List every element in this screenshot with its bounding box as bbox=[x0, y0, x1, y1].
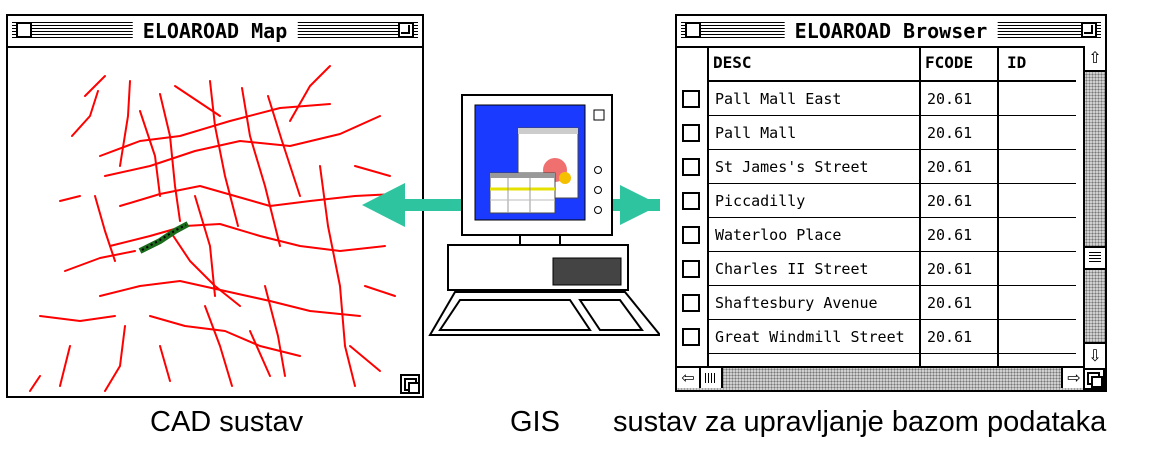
row-fcode: 20.61 bbox=[927, 328, 973, 346]
highlighted-road-segment bbox=[138, 221, 190, 254]
table-row[interactable]: Waterloo Place 20.61 bbox=[677, 218, 1076, 252]
row-desc: Shaftesbury Avenue bbox=[715, 294, 878, 312]
column-header-id[interactable]: ID bbox=[1007, 53, 1027, 72]
row-checkbox[interactable] bbox=[682, 158, 700, 176]
close-box-icon[interactable] bbox=[685, 22, 701, 38]
row-checkbox[interactable] bbox=[682, 124, 700, 142]
table-header-row: DESC FCODE ID bbox=[677, 46, 1076, 80]
browser-window: ELOAROAD Browser DESC FCODE ID Pall Mall… bbox=[675, 14, 1107, 392]
horizontal-scrollbar[interactable]: ⇦ ⇨ bbox=[677, 366, 1085, 390]
disk-drive-icon bbox=[552, 257, 622, 286]
table-row[interactable]: Piccadilly 20.61 bbox=[677, 184, 1076, 218]
row-checkbox[interactable] bbox=[682, 90, 700, 108]
computer-illustration bbox=[362, 94, 660, 336]
row-checkbox[interactable] bbox=[682, 260, 700, 278]
browser-window-titlebar[interactable]: ELOAROAD Browser bbox=[677, 16, 1105, 48]
row-checkbox[interactable] bbox=[682, 328, 700, 346]
row-desc: Pall Mall East bbox=[715, 90, 842, 108]
caption-cad: CAD sustav bbox=[150, 406, 304, 438]
row-desc: Great Windmill Street bbox=[715, 328, 905, 346]
row-desc: Waterloo Place bbox=[715, 226, 842, 244]
zoom-box-icon[interactable] bbox=[1081, 22, 1097, 38]
caption-dbms: sustav za upravljanje bazom podataka bbox=[613, 406, 1107, 438]
table-row[interactable]: Great Windmill Street 20.61 bbox=[677, 320, 1076, 354]
map-window: ELOAROAD Map bbox=[6, 14, 424, 398]
row-fcode: 20.61 bbox=[927, 226, 973, 244]
map-window-title: ELOAROAD Map bbox=[132, 19, 298, 43]
row-fcode: 20.61 bbox=[927, 124, 973, 142]
row-checkbox[interactable] bbox=[682, 226, 700, 244]
row-fcode: 20.61 bbox=[927, 192, 973, 210]
column-header-desc[interactable]: DESC bbox=[713, 53, 752, 72]
caption-gis: GIS bbox=[510, 406, 560, 438]
row-fcode: 20.61 bbox=[927, 90, 973, 108]
grow-box-icon[interactable] bbox=[1083, 368, 1105, 390]
table-row[interactable]: St James's Street 20.61 bbox=[677, 150, 1076, 184]
row-checkbox[interactable] bbox=[682, 192, 700, 210]
scroll-up-arrow-icon[interactable]: ⇧ bbox=[1085, 46, 1105, 72]
right-arrow-icon bbox=[610, 185, 660, 225]
scroll-thumb[interactable] bbox=[1085, 246, 1105, 270]
scroll-right-arrow-icon[interactable]: ⇨ bbox=[1061, 368, 1085, 388]
table-row[interactable]: Shaftesbury Avenue 20.61 bbox=[677, 286, 1076, 320]
row-desc: Piccadilly bbox=[715, 192, 806, 210]
scroll-left-arrow-icon[interactable]: ⇦ bbox=[677, 368, 701, 388]
zoom-box-icon[interactable] bbox=[398, 22, 414, 38]
scroll-down-arrow-icon[interactable]: ⇩ bbox=[1085, 342, 1105, 368]
row-fcode: 20.61 bbox=[927, 260, 973, 278]
row-checkbox[interactable] bbox=[682, 294, 700, 312]
map-window-titlebar[interactable]: ELOAROAD Map bbox=[8, 16, 422, 48]
column-header-fcode[interactable]: FCODE bbox=[925, 53, 974, 72]
row-desc: Pall Mall bbox=[715, 124, 797, 142]
scroll-thumb-horizontal[interactable] bbox=[701, 368, 723, 388]
row-desc: St James's Street bbox=[715, 158, 869, 176]
table-row[interactable]: Pall Mall 20.61 bbox=[677, 116, 1076, 150]
road-network-map bbox=[29, 65, 396, 392]
close-box-icon[interactable] bbox=[16, 22, 32, 38]
row-desc: Charles II Street bbox=[715, 260, 869, 278]
table-row[interactable]: Pall Mall East 20.61 bbox=[677, 82, 1076, 116]
table-row[interactable]: Charles II Street 20.61 bbox=[677, 252, 1076, 286]
grow-box-icon[interactable] bbox=[400, 374, 420, 394]
row-fcode: 20.61 bbox=[927, 294, 973, 312]
vertical-scrollbar[interactable]: ⇧ ⇩ bbox=[1083, 46, 1105, 368]
row-fcode: 20.61 bbox=[927, 158, 973, 176]
browser-window-title: ELOAROAD Browser bbox=[784, 19, 998, 43]
left-arrow-icon bbox=[362, 183, 470, 227]
